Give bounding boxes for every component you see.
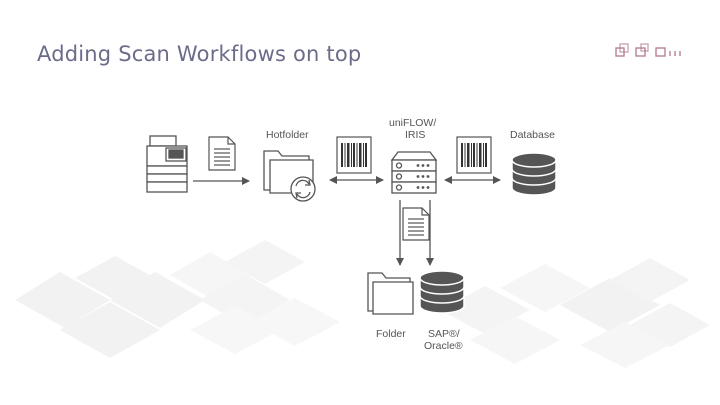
- sap-label-line2: Oracle®: [424, 340, 463, 352]
- database-label: Database: [510, 129, 555, 141]
- uniflow-label-line1: uniFLOW/: [389, 117, 437, 129]
- server-icon: [390, 151, 438, 194]
- slide-title: Adding Scan Workflows on top: [37, 42, 362, 66]
- printer-icon: [146, 135, 188, 193]
- background-shapes: [15, 240, 710, 368]
- database-icon: [419, 270, 465, 314]
- database-icon: [511, 152, 557, 196]
- hotfolder-label: Hotfolder: [266, 129, 309, 141]
- barcode-icon: [456, 136, 492, 174]
- document-icon: [402, 207, 430, 241]
- refresh-icon: [290, 176, 316, 202]
- folder-icon: [367, 272, 414, 315]
- barcode-icon: [336, 136, 372, 174]
- logo-icon: [615, 43, 681, 57]
- uniflow-label-line2: IRIS: [405, 129, 426, 141]
- sap-label-line1: SAP®/: [428, 328, 460, 340]
- document-icon: [208, 136, 236, 171]
- folder-label: Folder: [376, 328, 406, 340]
